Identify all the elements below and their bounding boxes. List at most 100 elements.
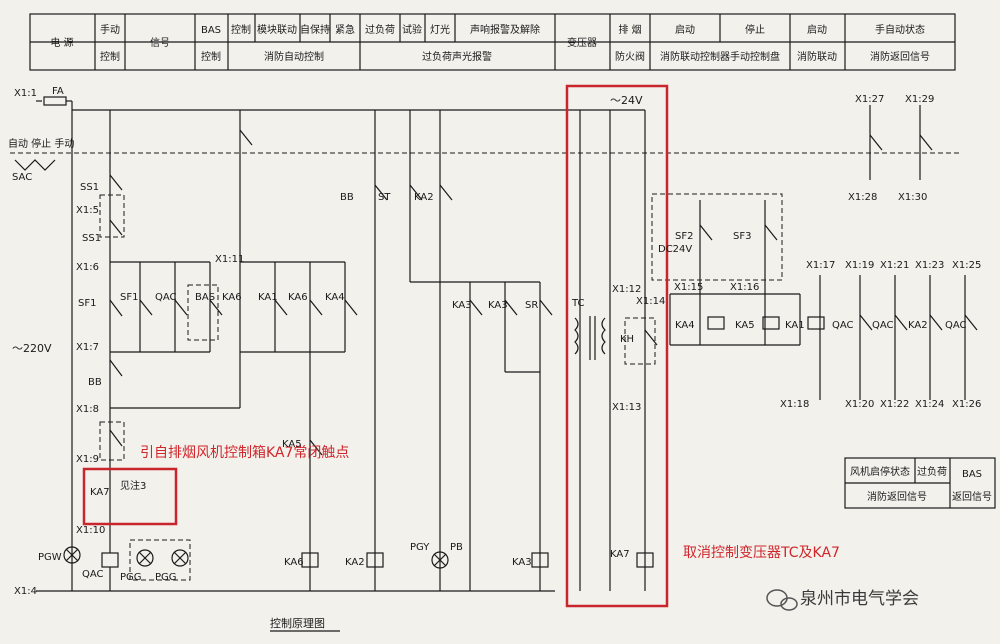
terminal-label-22: X1:24 bbox=[915, 399, 944, 410]
terminal-label-10: X1:12 bbox=[612, 284, 641, 295]
component-label-18: KA2 bbox=[414, 192, 434, 203]
component-label-2: SAC bbox=[12, 172, 32, 183]
header-signal: 信号 bbox=[150, 37, 170, 49]
ka7-annotation: 引自排烟风机控制箱KA7常闭触点 bbox=[140, 445, 349, 461]
side-fan-status: 风机启停状态 bbox=[850, 465, 910, 478]
component-label-41: PB bbox=[450, 542, 463, 553]
component-label-24: SF2 bbox=[675, 231, 693, 242]
component-label-32: KA2 bbox=[908, 320, 928, 331]
header-overload: 过负荷 bbox=[365, 23, 395, 36]
header-damper-1: 排 烟 bbox=[618, 23, 641, 36]
component-label-25: SF3 bbox=[733, 231, 751, 242]
component-label-19: KA3 bbox=[452, 300, 472, 311]
wechat-icon bbox=[766, 589, 798, 611]
terminal-label-13: X1:15 bbox=[674, 282, 703, 293]
side-bas-return: 返回信号 bbox=[952, 491, 992, 503]
component-label-11: KA6 bbox=[222, 292, 242, 303]
v220-label: ～220V bbox=[12, 342, 52, 355]
terminal-labels: X1:1X1:5X1:6X1:7X1:8X1:9X1:10X1:4X1:11X1… bbox=[14, 88, 981, 597]
component-label-12: KA1 bbox=[258, 292, 278, 303]
side-table: 风机启停状态 过负荷 消防返回信号 BAS 返回信号 bbox=[844, 457, 996, 509]
header-return-signal: 消防返回信号 bbox=[870, 50, 930, 63]
component-label-38: KA6 bbox=[284, 557, 304, 568]
terminal-label-14: X1:16 bbox=[730, 282, 759, 293]
terminal-label-27: X1:29 bbox=[905, 94, 934, 105]
header-start-2: 启动 bbox=[807, 23, 827, 36]
transformer-highlight-box bbox=[565, 84, 669, 608]
side-bas: BAS bbox=[962, 469, 982, 480]
header-fire-auto: 消防自动控制 bbox=[264, 50, 324, 63]
component-label-21: SR bbox=[525, 300, 538, 311]
header-damper-2: 防火阀 bbox=[615, 50, 645, 63]
component-label-29: KA1 bbox=[785, 320, 805, 331]
terminal-label-17: X1:19 bbox=[845, 260, 874, 271]
component-label-14: KA4 bbox=[325, 292, 345, 303]
component-label-43: KA7 bbox=[610, 549, 630, 560]
header-overload-alarm: 过负荷声光报警 bbox=[422, 50, 492, 63]
component-label-9: BB bbox=[88, 377, 102, 388]
header-manual-2: 控制 bbox=[100, 50, 120, 63]
terminal-label-19: X1:21 bbox=[880, 260, 909, 271]
terminal-label-26: X1:28 bbox=[848, 192, 877, 203]
component-label-16: BB bbox=[340, 192, 354, 203]
component-label-35: QAC bbox=[82, 569, 104, 580]
cancel-annotation: 取消控制变压器TC及KA7 bbox=[683, 545, 840, 561]
terminal-label-12: X1:14 bbox=[636, 296, 665, 307]
terminal-label-7: X1:10 bbox=[76, 525, 105, 536]
header-light: 灯光 bbox=[430, 23, 450, 36]
auto-stop-manual-label: 自动 停止 手动 bbox=[8, 137, 74, 150]
component-label-31: QAC bbox=[872, 320, 894, 331]
header-bas-2: 控制 bbox=[201, 50, 221, 63]
component-label-8: BAS bbox=[195, 292, 215, 303]
header-panel: 消防联动控制器手动控制盘 bbox=[660, 50, 780, 63]
terminal-label-28: X1:30 bbox=[898, 192, 927, 203]
terminal-label-24: X1:26 bbox=[952, 399, 981, 410]
component-label-15: KA5 bbox=[282, 439, 302, 450]
header-emergency: 紧急 bbox=[335, 23, 355, 36]
terminal-label-25: X1:27 bbox=[855, 94, 884, 105]
component-label-27: KA4 bbox=[675, 320, 695, 331]
terminal-label-20: X1:22 bbox=[880, 399, 909, 410]
see-note-label: 见注3 bbox=[120, 479, 146, 492]
component-label-23: KH bbox=[620, 334, 634, 345]
terminal-label-1: X1:1 bbox=[14, 88, 37, 99]
side-overload: 过负荷 bbox=[917, 465, 947, 478]
header-alarm-reset: 声响报警及解除 bbox=[470, 23, 540, 36]
header-start: 启动 bbox=[675, 23, 695, 36]
component-label-22: TC bbox=[571, 298, 585, 309]
component-label-3: SS1 bbox=[80, 182, 99, 193]
header-test: 试验 bbox=[402, 23, 422, 36]
component-label-4: SS1 bbox=[82, 233, 101, 244]
component-label-37: PGG bbox=[155, 572, 177, 583]
header-auto-status: 手自动状态 bbox=[875, 23, 925, 36]
header-stop: 停止 bbox=[745, 23, 765, 36]
terminal-label-8: X1:4 bbox=[14, 586, 37, 597]
header-power: 电 源 bbox=[50, 36, 73, 49]
terminal-label-23: X1:25 bbox=[952, 260, 981, 271]
terminal-label-16: X1:18 bbox=[780, 399, 809, 410]
main-wiring bbox=[10, 96, 978, 592]
terminal-label-21: X1:23 bbox=[915, 260, 944, 271]
component-label-40: PGY bbox=[410, 542, 430, 553]
component-label-26: DC24V bbox=[658, 244, 692, 255]
terminal-label-4: X1:7 bbox=[76, 342, 99, 353]
header-bas-1: BAS bbox=[201, 25, 221, 36]
component-label-6: SF1 bbox=[120, 292, 138, 303]
terminal-label-18: X1:20 bbox=[845, 399, 874, 410]
v24-label: ～24V bbox=[610, 94, 643, 107]
terminal-label-2: X1:5 bbox=[76, 205, 99, 216]
component-label-20: KA3 bbox=[488, 300, 508, 311]
ka7-highlight-box bbox=[82, 467, 178, 526]
component-label-30: QAC bbox=[832, 320, 854, 331]
header-self-hold: 自保持 bbox=[300, 23, 330, 36]
header-transformer: 变压器 bbox=[567, 36, 597, 49]
header-manual-1: 手动 bbox=[100, 23, 120, 36]
component-label-7: QAC bbox=[155, 292, 177, 303]
terminal-label-15: X1:17 bbox=[806, 260, 835, 271]
terminal-label-5: X1:8 bbox=[76, 404, 99, 415]
component-label-33: QAC bbox=[945, 320, 967, 331]
terminal-label-3: X1:6 bbox=[76, 262, 99, 273]
header-linkage: 消防联动 bbox=[797, 50, 837, 63]
